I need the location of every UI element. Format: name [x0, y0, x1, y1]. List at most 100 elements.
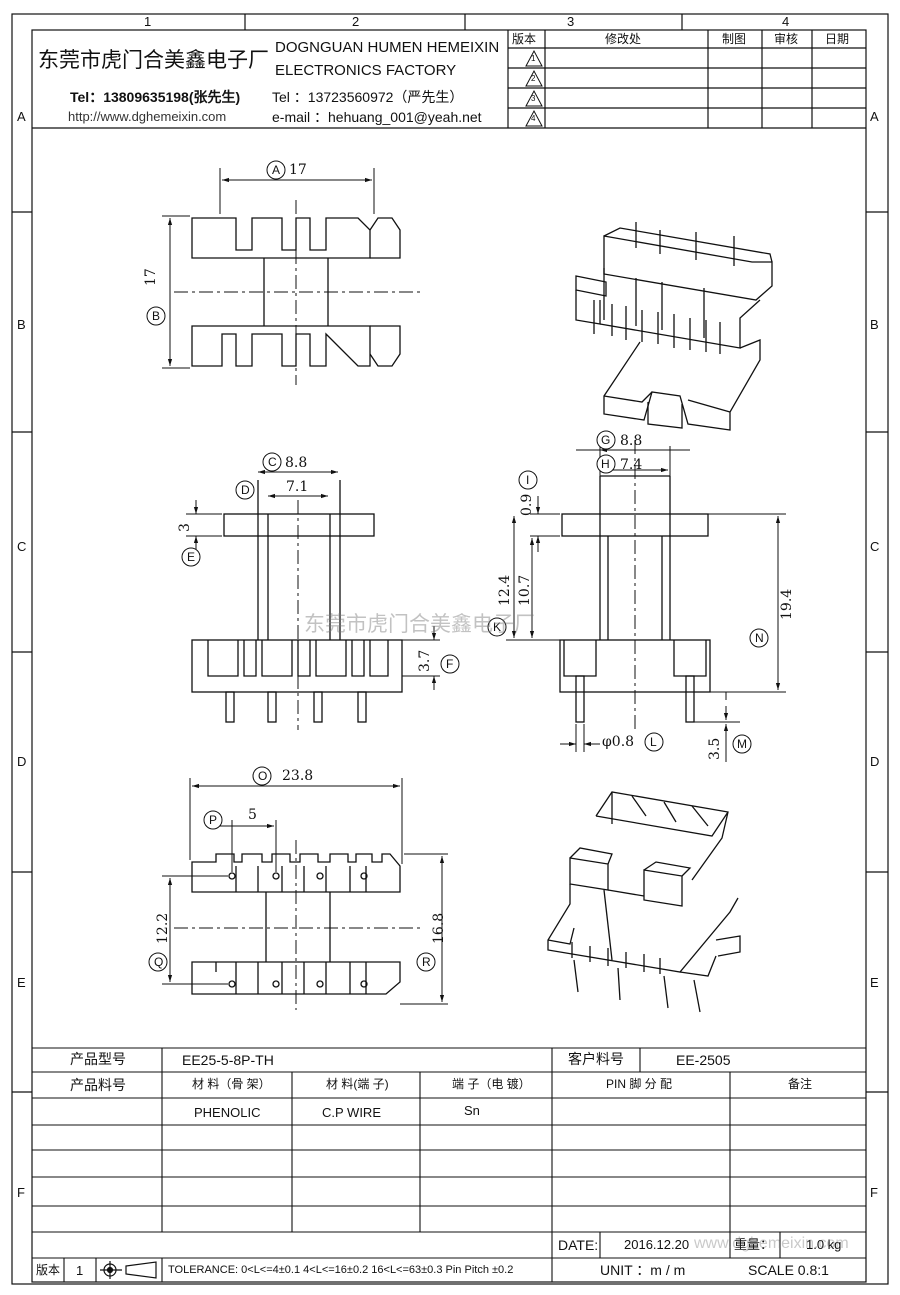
dim-l-value: φ0.8 — [602, 734, 635, 750]
isometric-view-bottom — [547, 791, 741, 1013]
row-label-f-right: F — [870, 1185, 878, 1200]
dim-letter-c: C — [268, 455, 277, 469]
customer-part-label: 客户料号 — [568, 1051, 624, 1067]
customer-part-value: EE-2505 — [676, 1052, 731, 1068]
dimension-lines-view3 — [186, 469, 440, 690]
dim-q-value: 12.2 — [155, 912, 171, 944]
dim-letter-n: N — [755, 631, 764, 645]
material-terminal-label: 材 料(端 子) — [326, 1077, 389, 1091]
dim-k-value: 12.4 — [497, 574, 513, 606]
column-label-3: 3 — [567, 14, 575, 29]
dimension-lines-view1 — [162, 168, 375, 369]
dim-letter-f: F — [446, 657, 454, 671]
terminal-plating-label: 端 子（电 镀） — [452, 1077, 531, 1091]
dim-letter-d: D — [241, 483, 250, 497]
dim-g-value: 8.8 — [620, 433, 643, 449]
dim-d-value: 7.1 — [286, 479, 309, 495]
dim-letter-e: E — [187, 550, 196, 564]
material-terminal-value: C.P WIRE — [322, 1105, 381, 1120]
remark-label: 备注 — [788, 1077, 813, 1091]
terminal-plating-value: Sn — [464, 1103, 480, 1118]
dim-b-value: 17 — [143, 268, 159, 286]
website-link[interactable]: http://www.dghemeixin.com — [68, 109, 227, 124]
row-label-a-right: A — [870, 109, 879, 124]
material-bobbin-label: 材 料（骨 架） — [192, 1077, 271, 1091]
dim-letter-l: L — [650, 735, 657, 749]
row-label-d-left: D — [17, 754, 27, 769]
dim-letter-o: O — [258, 769, 268, 783]
dimension-lines-view5 — [162, 778, 448, 1005]
isometric-view-top — [575, 222, 773, 431]
row-label-c-right: C — [870, 539, 880, 554]
row-label-b-left: B — [17, 317, 26, 332]
dim-a-value: 17 — [289, 162, 307, 178]
dim-i-value: 0.9 — [519, 493, 535, 516]
version-label: 版本 — [36, 1263, 61, 1277]
dim-letter-b: B — [152, 309, 161, 323]
front-view — [191, 480, 403, 723]
date-label: DATE: — [558, 1237, 599, 1253]
watermark-url: www.dghemeixin.com — [694, 1235, 849, 1252]
watermark-cn: 东莞市虎门合美鑫电子厂 — [304, 612, 535, 636]
email-link[interactable]: e-mail ：hehuang_001@yeah.net — [272, 109, 482, 125]
product-model-value: EE25-5-8P-TH — [182, 1052, 274, 1068]
dim-letter-p: P — [209, 813, 218, 827]
company-name-en-2: ELECTRONICS FACTORY — [275, 62, 457, 79]
row-label-d-right: D — [870, 754, 880, 769]
dim-r-value: 16.8 — [431, 912, 447, 944]
dim-letter-g: G — [601, 433, 611, 447]
tel-1: Tel：13809635198(张先生) — [70, 89, 241, 105]
column-label-4: 4 — [782, 14, 790, 29]
company-name-cn: 东莞市虎门合美鑫电子厂 — [38, 48, 269, 72]
frame-border — [11, 13, 889, 1285]
dim-j-value: 10.7 — [517, 574, 533, 606]
rev-number-3: 3 — [531, 94, 536, 103]
rev-number-4: 4 — [531, 114, 536, 123]
dim-n-value: 19.4 — [779, 588, 795, 620]
rev-header-date: 日期 — [825, 32, 850, 46]
tel-2: Tel ：13723560972（严先生） — [272, 89, 464, 105]
tolerance-text: TOLERANCE: 0<L<=4±0.1 4<L<=16±0.2 16<L<=… — [168, 1264, 514, 1276]
dim-letter-i: I — [526, 473, 530, 487]
row-label-b-right: B — [870, 317, 879, 332]
version-value: 1 — [76, 1263, 84, 1278]
column-label-2: 2 — [352, 14, 360, 29]
row-label-f-left: F — [17, 1185, 25, 1200]
rev-header-change: 修改处 — [605, 32, 642, 46]
weight-value: 1.0 kg — [806, 1237, 842, 1252]
rev-number-1: 1 — [531, 54, 536, 63]
bottom-view — [191, 853, 401, 995]
dim-f-value: 3.7 — [417, 649, 433, 672]
rev-header-drawn: 制图 — [722, 32, 747, 46]
projection-symbol-icon — [100, 1261, 157, 1279]
row-label-e-left: E — [17, 975, 26, 990]
dim-letter-a: A — [272, 163, 281, 177]
dim-letter-r: R — [422, 955, 431, 969]
rev-number-2: 2 — [531, 74, 536, 83]
revision-triangles — [525, 49, 543, 127]
dim-p-value: 5 — [248, 807, 257, 823]
dim-letter-m: M — [737, 737, 747, 751]
rev-header-checked: 审核 — [774, 32, 799, 46]
column-label-1: 1 — [144, 14, 152, 29]
dimension-lines-view4 — [506, 446, 786, 762]
dim-letter-h: H — [601, 457, 610, 471]
dim-letter-k: K — [493, 620, 502, 634]
dimension-markers — [146, 160, 769, 972]
row-label-c-left: C — [17, 539, 27, 554]
scale-text: SCALE 0.8:1 — [748, 1262, 829, 1278]
row-label-a-left: A — [17, 109, 26, 124]
unit-text: UNIT ：m / m — [600, 1262, 686, 1278]
dim-e-value: 3 — [177, 523, 193, 532]
product-part-label: 产品料号 — [70, 1077, 126, 1093]
weight-label: 重量： — [734, 1237, 774, 1252]
row-label-e-right: E — [870, 975, 879, 990]
dim-h-value: 7.4 — [620, 457, 643, 473]
dim-m-value: 3.5 — [707, 737, 723, 760]
dim-c-value: 8.8 — [285, 455, 308, 471]
company-name-en-1: DOGNGUAN HUMEN HEMEIXIN — [275, 39, 500, 56]
date-value: 2016.12.20 — [624, 1237, 690, 1252]
product-model-label: 产品型号 — [70, 1051, 126, 1067]
pin-assign-label: PIN 脚 分 配 — [606, 1077, 673, 1091]
